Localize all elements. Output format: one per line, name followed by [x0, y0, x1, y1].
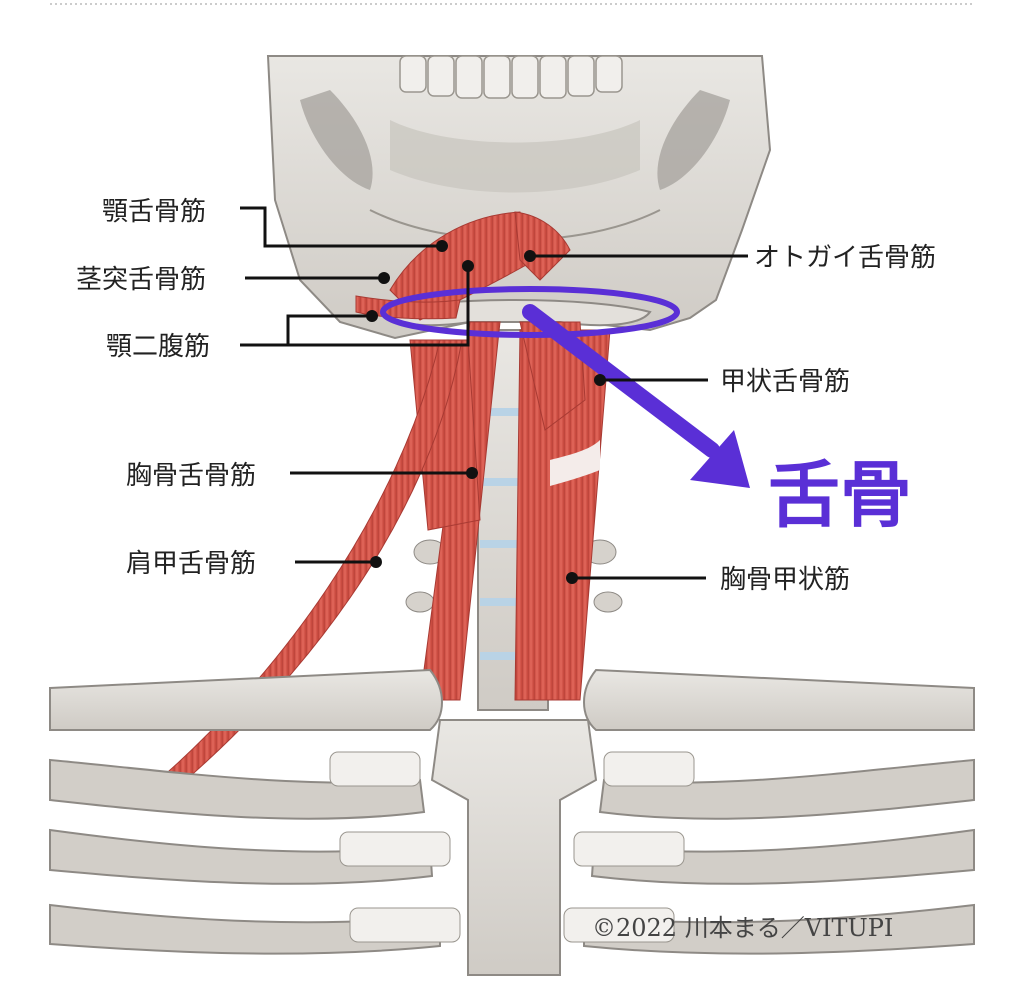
label-mylohyoid: 顎舌骨筋: [102, 197, 206, 227]
thorax: [49, 668, 975, 976]
label-sternothyroid: 胸骨甲状筋: [720, 565, 850, 595]
copyright-text: ©2022 川本まる／VITUPI: [592, 914, 893, 942]
label-stylohyoid: 茎突舌骨筋: [76, 265, 206, 295]
label-geniohyoid: オトガイ舌骨筋: [754, 243, 936, 273]
label-hyoid: 舌骨: [768, 453, 912, 537]
hyoid-highlight-ellipse: [380, 286, 680, 338]
teeth: [399, 55, 623, 99]
label-sternohyoid: 胸骨舌骨筋: [126, 461, 256, 491]
label-omohyoid: 肩甲舌骨筋: [126, 549, 256, 579]
leader-lines: [240, 206, 748, 584]
skull: [266, 55, 772, 340]
label-thyrohyoid: 甲状舌骨筋: [720, 367, 850, 397]
label-digastric: 顎二腹筋: [106, 332, 210, 362]
